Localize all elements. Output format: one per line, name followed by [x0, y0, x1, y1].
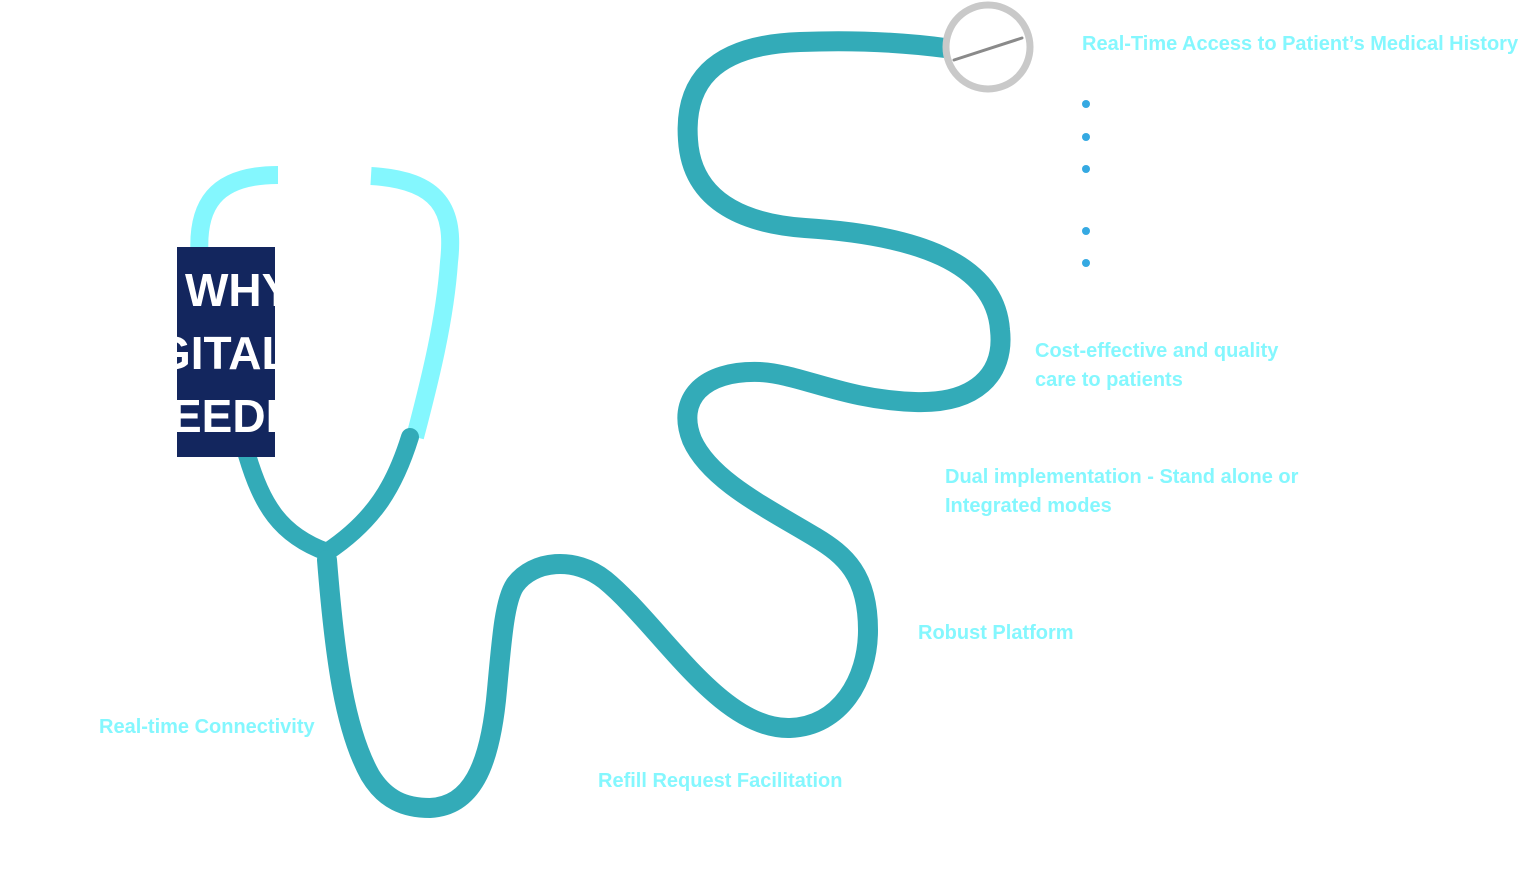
bullet-dot-icon: [1082, 227, 1090, 235]
title-line-1: WHY: [185, 264, 275, 316]
yoke-right: [318, 428, 419, 561]
label-cost-effective-line1: Cost-effective and quality: [1035, 340, 1279, 362]
label-refill-request: Refill Request Facilitation: [598, 770, 843, 792]
label-realtime-connectivity: Real-time Connectivity: [99, 716, 315, 738]
bullet-point: [1080, 163, 1092, 175]
bullet-dot-icon: [1082, 100, 1090, 108]
label-dual-line2: Integrated modes: [945, 495, 1112, 517]
chestpiece-diaphragm-line: [952, 36, 1024, 62]
bullet-point: [1080, 131, 1092, 143]
label-medical-history: Real-Time Access to Patient’s Medical Hi…: [1082, 33, 1519, 55]
title-line-2: GITAL: [177, 327, 275, 379]
title-line-3: EEDE: [177, 390, 275, 442]
label-robust-platform: Robust Platform: [918, 622, 1074, 644]
stethoscope-tube: [317, 31, 1011, 818]
label-cost-effective-line2: care to patients: [1035, 369, 1183, 391]
bullet-dot-icon: [1082, 133, 1090, 141]
yoke-left: [238, 446, 336, 561]
bullet-list: [1080, 98, 1092, 270]
bullet-point: [1080, 225, 1092, 237]
bullet-point: [1080, 98, 1092, 110]
earpiece-right-tube: [370, 167, 460, 440]
bullet-dot-icon: [1082, 165, 1090, 173]
label-dual-line1: Dual implementation - Stand alone or: [945, 466, 1299, 488]
chestpiece-icon: [942, 1, 1034, 93]
bullet-point: [1080, 257, 1092, 269]
bullet-dot-icon: [1082, 259, 1090, 267]
title-box: WHY GITAL EEDE: [177, 247, 275, 457]
